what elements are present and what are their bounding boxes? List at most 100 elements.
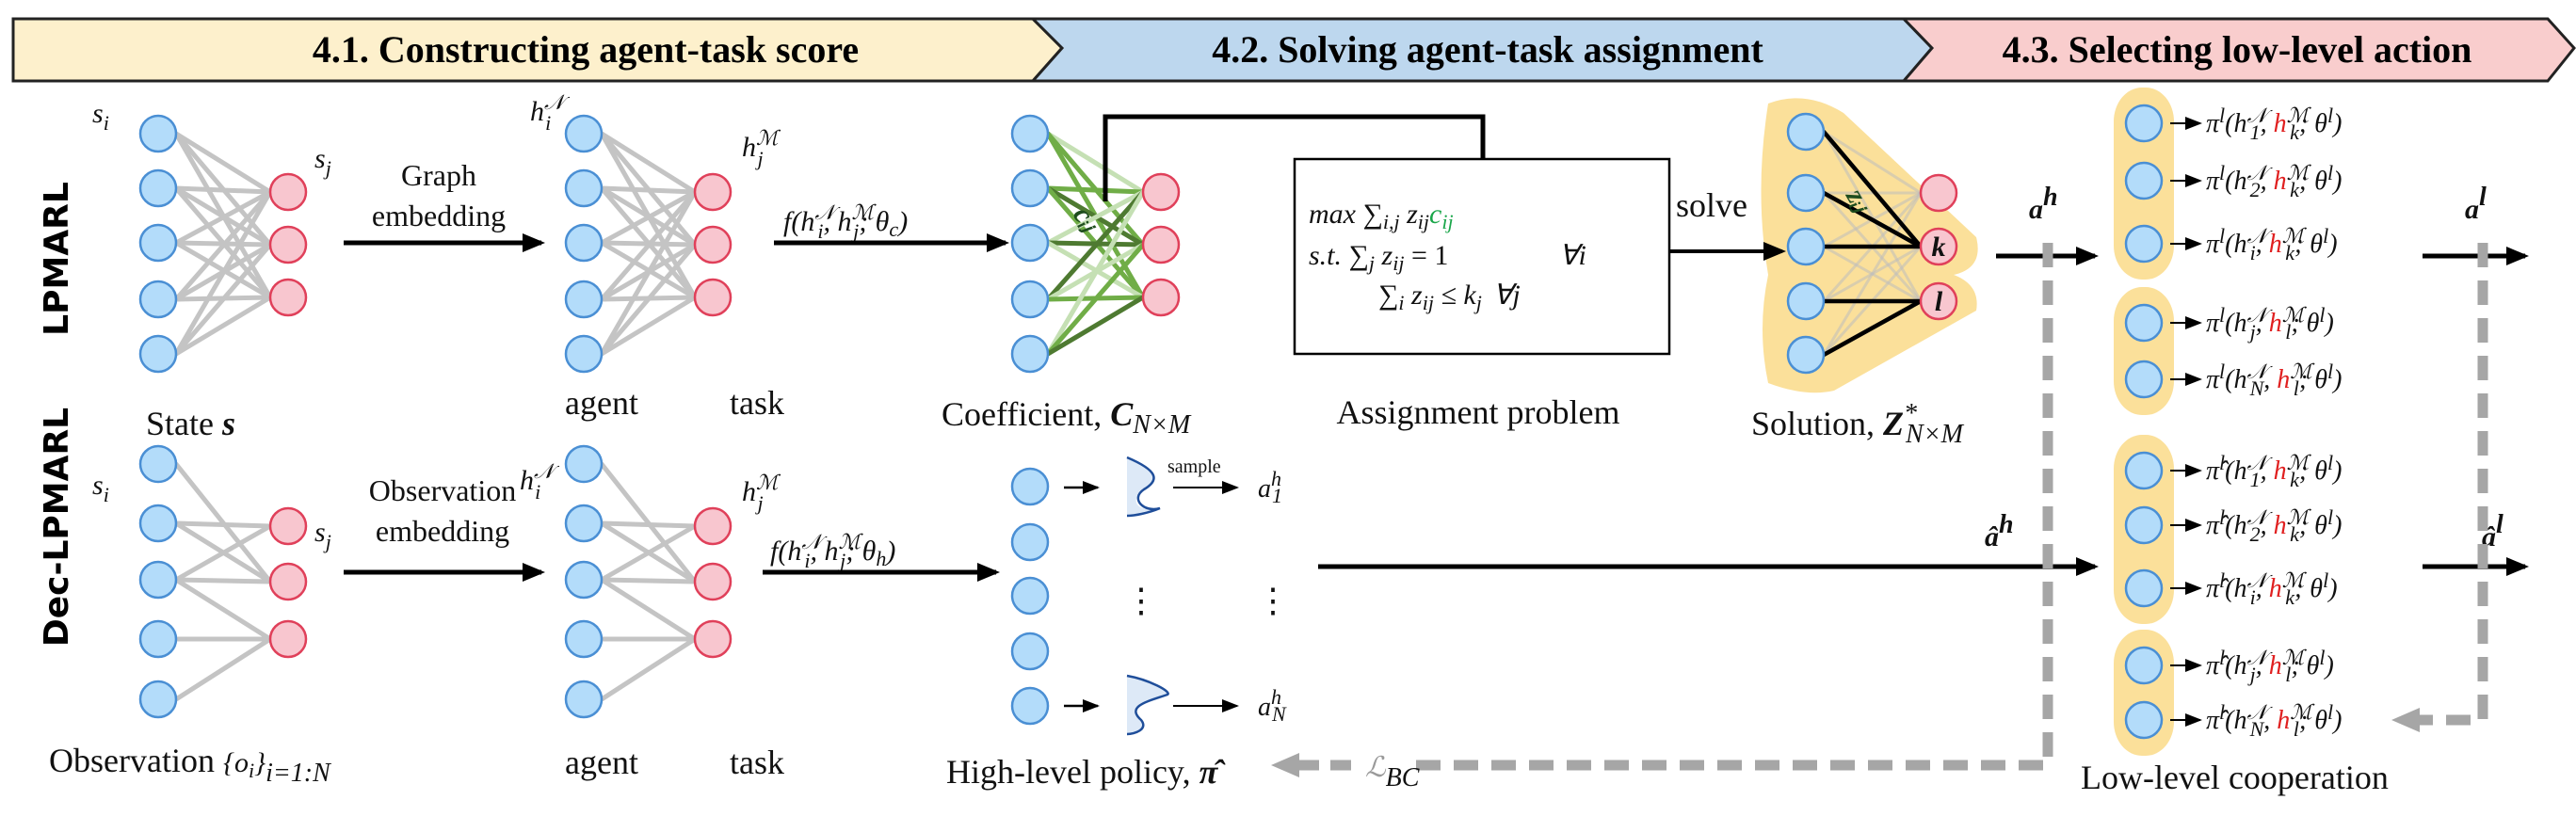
obs-task-node [268,619,308,659]
obs-edge [173,523,273,583]
low-level-agent-node [2124,505,2164,545]
vertical-dots-2: ⋮ [1256,582,1290,619]
agent-task-edge [599,185,698,195]
graph-embedding-label-1: Graph [401,158,476,192]
coefficient-edge [1045,189,1146,302]
low-level-feedback-dashed-line [2420,243,2488,726]
vertical-dots-1: ⋮ [1124,582,1158,619]
dec-agent-task-edge [599,520,698,529]
dec-agent-task-edge [599,577,698,642]
state-agent-node [138,334,178,374]
dec-task-label: task [730,744,784,781]
al-label: al [2465,183,2487,225]
state-label: State s [146,405,235,442]
agent-task-agent-node [564,334,604,374]
state-edge [173,189,273,357]
dec-agent-task-task-node [693,619,733,659]
edges-layer [173,131,1146,702]
obs-agent-node [138,560,178,600]
agent-task-task-node [693,278,733,317]
agent-label: agent [565,384,638,422]
coefficient-to-lp-connector [1103,114,1492,201]
solution-background-edge [1822,191,1923,357]
coefficient-edge [1045,131,1146,195]
distribution-N-curve [1126,674,1169,736]
coefficient-task-node [1141,172,1181,212]
solution-task-node [1919,281,1958,321]
banner-section-3-title: 4.3. Selecting low-level action [2003,28,2472,71]
coefficient-edge [1045,242,1146,357]
high-level-agent-node [1010,686,1050,726]
distribution-1-fill [1127,457,1160,516]
low-level-agent-node [2124,568,2164,608]
agent-task-agent-node [564,114,604,153]
si-label: si [92,98,109,135]
state-edge [173,189,273,246]
low-level-agent-node [2124,303,2164,343]
agent-task-agent-node [564,168,604,208]
state-edge [173,131,273,195]
lp-constraint-1: s.t. ∑j zij = 1 [1309,240,1448,275]
lp-constraint-1-forall: ∀i [1559,240,1586,271]
high-level-agent-node [1010,522,1050,562]
dec-agent-task-agent-node [564,680,604,719]
observation-label: Observation {oi}i=1:N [49,742,331,788]
low-level-agent-node [2124,360,2164,399]
coefficient-agent-node [1010,168,1050,208]
obs-edge [173,577,273,584]
assignment-problem-box [1293,157,1671,356]
task-l-label: l [1935,286,1943,317]
task-k-label: k [1932,232,1946,263]
dec-agent-task-task-node [693,562,733,601]
solution-agent-node [1786,281,1826,321]
banner-section-3-shape [1900,17,2576,83]
state-edge [173,295,273,357]
banner-section-1-title: 4.1. Constructing agent-task score [313,28,859,71]
low-level-cooperation-label: Low-level cooperation [2081,759,2389,796]
graph-embedding-label-2: embedding [372,199,506,232]
assignment-problem-label: Assignment problem [1337,393,1620,431]
dec-agent-task-edge [599,523,698,583]
agent-task-edge [599,131,698,195]
coefficient-agent-node [1010,334,1050,374]
state-task-node [268,278,308,317]
obs-edge [173,520,273,529]
coefficient-task-node [1141,278,1181,317]
agent-task-edge [599,189,698,246]
coefficient-edge [1045,189,1146,246]
solution-background-edge [1822,130,1923,303]
solution-agent-node [1786,112,1826,152]
agent-task-task-node [693,172,733,212]
low-level-agent-node [2124,224,2164,264]
state-edge [173,189,273,302]
dec-agent-task-edge [599,636,698,702]
bc-loss-label: ℒBC [1365,752,1420,792]
agent-task-task-node [693,225,733,264]
coefficient-edge [1045,185,1146,195]
high-level-agent-node [1010,467,1050,506]
coefficient-agent-node [1010,223,1050,263]
low-level-agent-node [2124,104,2164,143]
observation-embedding-label-1: Observation [369,473,516,507]
low-level-agent-node [2124,646,2164,685]
obs-edge [173,577,273,642]
solution-task-node [1919,173,1958,213]
low-level-agent-node [2124,451,2164,490]
ah-label: ah [2029,183,2058,225]
ah-hat-label: âh [1985,510,2014,552]
agent-task-edge [599,189,698,302]
solution-agent-node [1786,173,1826,213]
state-task-node [268,225,308,264]
